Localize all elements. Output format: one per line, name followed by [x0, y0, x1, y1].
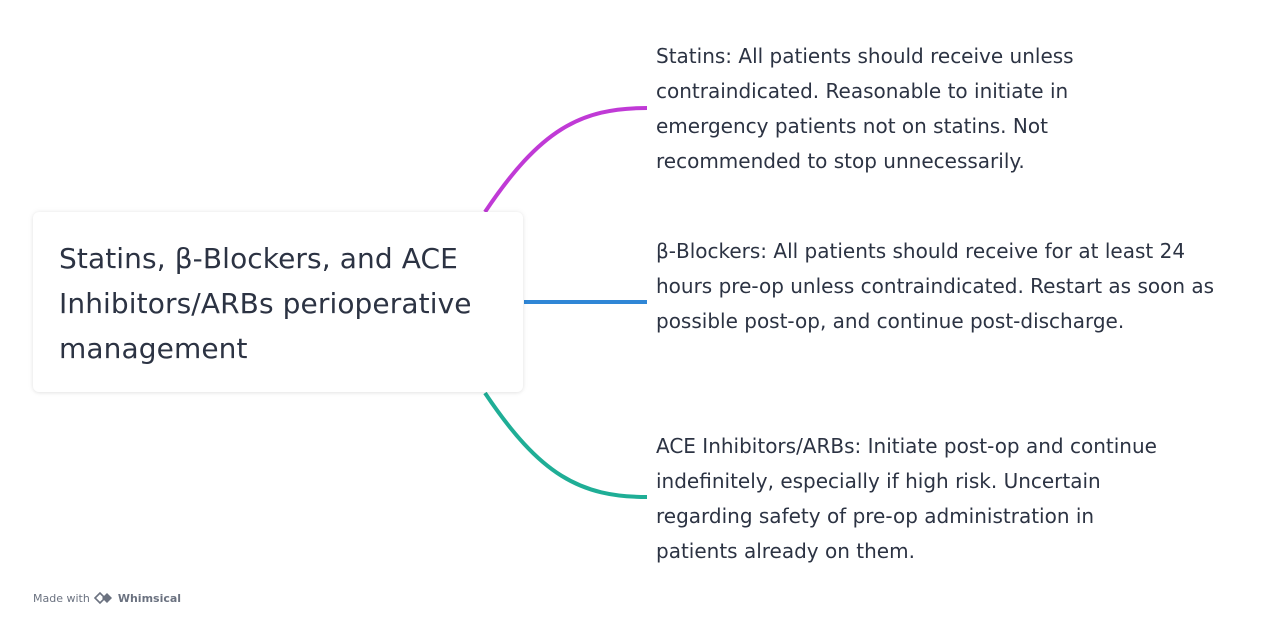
branch-statins[interactable]: Statins: All patients should receive unl… [656, 44, 1074, 173]
made-with-label: Made with [33, 591, 90, 605]
branch-beta-blockers[interactable]: β-Blockers: All patients should receive … [656, 239, 1215, 333]
branch-ace-inhibitors[interactable]: ACE Inhibitors/ARBs: Initiate post-op an… [656, 434, 1157, 563]
whimsical-logo-icon [93, 591, 112, 605]
central-topic-node[interactable]: Statins, β-Blockers, and ACE Inhibitors/… [33, 212, 523, 392]
made-with-whimsical-badge[interactable]: Made with Whimsical [33, 590, 181, 606]
connector-ace-inhibitors [483, 391, 648, 499]
connector-statins [483, 106, 648, 214]
whimsical-brand-label: Whimsical [117, 591, 182, 605]
central-topic-title: Statins, β-Blockers, and ACE Inhibitors/… [59, 242, 472, 365]
